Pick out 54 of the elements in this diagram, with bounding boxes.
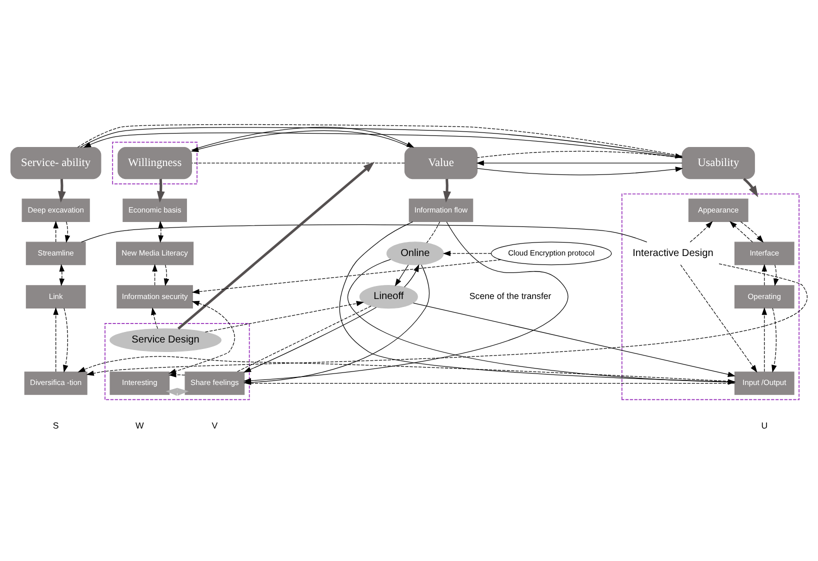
node-ellipse: Service Design (110, 328, 222, 352)
arrow (476, 166, 684, 175)
arrow (476, 160, 682, 166)
arrow (53, 220, 58, 242)
label: V (212, 420, 218, 430)
arrow (151, 306, 158, 328)
node-box: Usability (682, 146, 755, 179)
arrow (680, 264, 758, 372)
label: W (136, 420, 144, 430)
node-box: Willingness (118, 146, 192, 179)
arrow (177, 161, 375, 330)
arrow (394, 264, 409, 286)
arrow (190, 130, 411, 152)
arrow (164, 264, 170, 286)
arrow (63, 307, 68, 372)
node-ellipse: Online (386, 241, 444, 265)
label: Scene of the transfer (469, 290, 552, 301)
node-text: Interactive Design (632, 247, 714, 258)
arrow (690, 220, 713, 242)
arrow (404, 264, 420, 287)
cluster (621, 192, 800, 400)
arrow (156, 178, 165, 202)
arrow (64, 220, 70, 242)
arrow (204, 300, 364, 332)
arrow (192, 126, 414, 150)
node-box: Value (404, 146, 478, 179)
connector (192, 162, 405, 163)
arrow (762, 306, 768, 372)
arrow (53, 306, 58, 372)
arrow (158, 220, 164, 242)
arrow (86, 262, 808, 376)
cluster (104, 322, 250, 400)
arrow (740, 220, 764, 242)
arrow (762, 263, 768, 286)
arrow (78, 356, 735, 382)
arrow (730, 220, 753, 242)
connector (426, 220, 440, 243)
arrow (772, 307, 777, 372)
arrow (743, 177, 758, 197)
label: S (52, 420, 59, 430)
connector (81, 224, 648, 242)
node-ellipse: Lineoff (359, 284, 418, 308)
arrow (59, 263, 65, 286)
arrow (152, 263, 158, 286)
arrow (442, 250, 492, 256)
arrow (413, 302, 736, 376)
arrow (58, 178, 66, 202)
arrow (166, 387, 189, 396)
arrow (773, 264, 779, 286)
arrow (443, 178, 452, 202)
label: U (761, 420, 768, 430)
node-box: Service- ability (10, 146, 102, 179)
arrow (192, 258, 502, 294)
arrow (168, 300, 235, 374)
